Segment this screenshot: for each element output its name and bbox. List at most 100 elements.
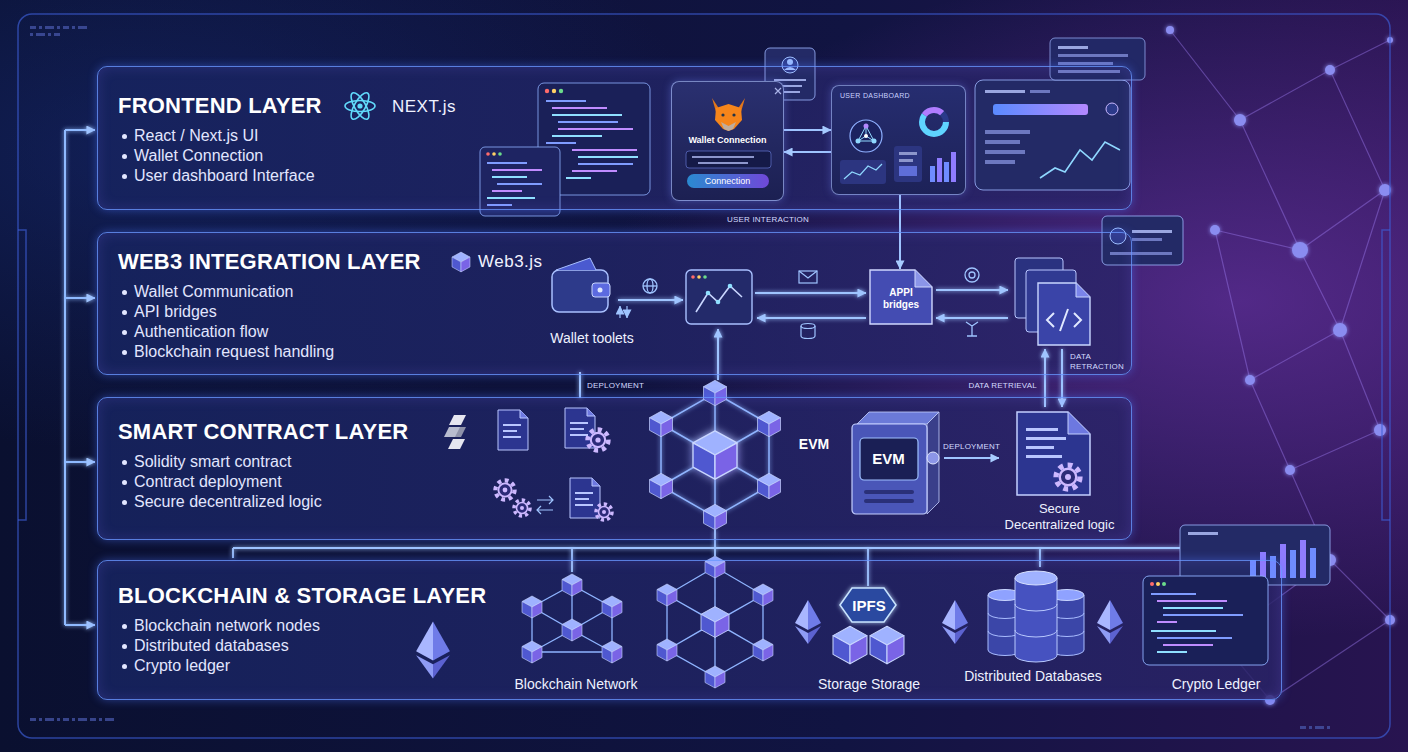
cube-network bbox=[704, 380, 727, 405]
binary-decoration bbox=[105, 718, 114, 721]
layer-panel-fill bbox=[97, 232, 1132, 375]
ledger-window bbox=[1163, 607, 1223, 609]
dashboard-card-art bbox=[944, 162, 949, 182]
code-window bbox=[552, 135, 602, 137]
dashboard-card-art bbox=[951, 152, 956, 182]
ipfs-storage-node: IPFSStorage Storage bbox=[809, 589, 929, 693]
connector-arrow bbox=[944, 457, 999, 459]
dashboard-card-art bbox=[856, 139, 861, 144]
contract-document-icon bbox=[1026, 446, 1054, 449]
ledger-window bbox=[1157, 651, 1187, 653]
flow-arrow bbox=[936, 317, 1008, 319]
storage-boxes bbox=[833, 626, 867, 663]
chart-window bbox=[1290, 550, 1296, 578]
blockchain-network bbox=[753, 584, 773, 606]
layer-panel-fill bbox=[97, 397, 1132, 540]
wallet-card-art bbox=[698, 162, 748, 164]
dashboard-card-art bbox=[844, 164, 882, 179]
binary-decoration bbox=[45, 718, 54, 721]
globe-icon bbox=[643, 279, 657, 293]
blockchain-network bbox=[602, 596, 622, 618]
flow-arrow bbox=[783, 457, 845, 459]
flow-label: DATA RETRACTION bbox=[1070, 352, 1128, 372]
binary-decoration bbox=[78, 718, 87, 721]
solidity-logo bbox=[455, 427, 466, 437]
database-icon bbox=[801, 326, 815, 339]
analytics-panel bbox=[1040, 142, 1120, 178]
wallet-icon bbox=[552, 270, 608, 312]
mini-window bbox=[1058, 46, 1088, 49]
analytics-panel bbox=[975, 80, 1130, 190]
mini-window bbox=[1058, 62, 1113, 65]
ledger-window bbox=[1163, 644, 1213, 646]
dashboard-card-art bbox=[899, 166, 917, 176]
code-window bbox=[486, 152, 490, 156]
outer-frame bbox=[18, 14, 1390, 738]
flow-arrow bbox=[618, 290, 1008, 318]
background-node bbox=[1292, 242, 1308, 258]
contract-icons bbox=[588, 430, 609, 451]
chart-window bbox=[1250, 560, 1256, 578]
chart-window bbox=[1188, 532, 1218, 535]
solidity-logo bbox=[449, 415, 466, 425]
network-node: Blockchain Network bbox=[506, 566, 646, 693]
layer-panel-fill bbox=[97, 66, 1132, 210]
ledger-window bbox=[1150, 582, 1154, 586]
background-node bbox=[1245, 375, 1255, 385]
contract-document-icon bbox=[1026, 428, 1058, 431]
flow-arrow bbox=[783, 457, 845, 459]
icon-caption: Blockchain Network bbox=[515, 676, 638, 693]
contract-document-icon bbox=[1026, 455, 1062, 458]
dashboard-card-art bbox=[832, 86, 967, 192]
globe-icon bbox=[643, 279, 657, 293]
storage-bus bbox=[233, 530, 1215, 586]
evm-machine: EVM bbox=[849, 406, 944, 518]
storage-bus bbox=[233, 530, 1215, 586]
background-node bbox=[1234, 114, 1246, 126]
contract-icons bbox=[495, 480, 514, 499]
code-window bbox=[558, 128, 633, 130]
wallet-icon bbox=[556, 258, 596, 270]
bullet-item: User dashboard Interface bbox=[118, 166, 1131, 186]
at-icon bbox=[969, 272, 975, 278]
background-node bbox=[1379, 184, 1391, 196]
icon-caption: Storage Storage bbox=[818, 676, 920, 693]
layer-panel-fill bbox=[97, 66, 1282, 700]
label-holder: NEXT.js bbox=[392, 97, 456, 117]
web3-logo bbox=[452, 252, 470, 272]
code-window bbox=[566, 177, 591, 179]
evm-machine-art bbox=[927, 452, 939, 464]
icon-caption: Wallet toolets bbox=[550, 330, 634, 347]
code-window bbox=[487, 197, 535, 199]
contract-document-icon bbox=[1026, 437, 1066, 440]
cube-network bbox=[758, 473, 781, 498]
layer-bus bbox=[65, 461, 95, 463]
document-label: APPI bridges bbox=[873, 287, 929, 311]
label-holder: DATA RETRIEVAL bbox=[968, 381, 1037, 391]
analytics-panel bbox=[985, 130, 1030, 134]
profile-window bbox=[1132, 230, 1172, 233]
bullet-item: Secure decentralized logic bbox=[118, 492, 1131, 512]
wallet-card-art bbox=[721, 113, 724, 116]
label-holder: DATA RETRACTION bbox=[1070, 352, 1128, 372]
flow-label: USER INTERACTION bbox=[727, 215, 809, 225]
code-window bbox=[546, 142, 576, 144]
code-window bbox=[546, 100, 586, 102]
analytics-panel bbox=[985, 160, 1015, 164]
at-icon bbox=[965, 268, 979, 282]
background-node bbox=[1333, 323, 1347, 337]
layer-heading: FRONTEND LAYER bbox=[118, 93, 1131, 119]
binary-decoration bbox=[36, 33, 45, 36]
profile-window bbox=[1132, 238, 1162, 241]
card-title: USER DASHBOARD bbox=[840, 91, 957, 100]
cube-network bbox=[650, 411, 673, 436]
binary-decoration bbox=[72, 718, 75, 721]
ledger-window bbox=[1156, 582, 1160, 586]
dashboard-card-art bbox=[872, 139, 877, 144]
arrow-label: EVM bbox=[799, 436, 829, 452]
layer-panel: BLOCKCHAIN & STORAGE LAYERBlockchain net… bbox=[97, 560, 1282, 700]
code-window bbox=[492, 169, 542, 171]
binary-decoration bbox=[1315, 726, 1324, 729]
analytics-panel bbox=[985, 140, 1020, 144]
